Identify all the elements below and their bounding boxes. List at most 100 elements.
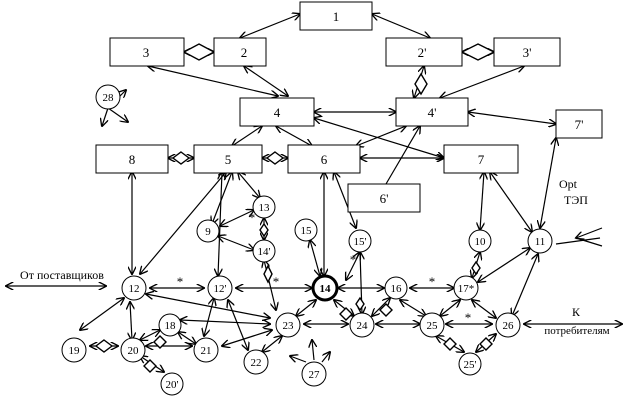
edge-7-10 [480,172,484,230]
diamond-2p-3p [460,43,496,61]
edge-4p-7p [468,112,556,124]
box-4p-label: 4' [428,105,437,120]
edge-21-23 [222,330,272,346]
diamond-13-14p [259,222,269,238]
edge-18-20 [140,330,160,340]
edge-12p-21 [204,298,214,336]
box-2-label: 2 [241,45,248,60]
node-12p: 12' [207,275,233,301]
box-6p-label: 6' [380,191,389,206]
diamond-5-6 [265,151,285,165]
node-15p-label: 15' [354,236,367,248]
diamond-26-25p [479,337,493,351]
edge-22-23 [262,336,282,352]
edge-markers: * * * * * * [177,210,472,325]
node-12: 12 [121,275,147,301]
diamond-19-20 [94,339,114,353]
node-19: 19 [61,337,87,363]
node-20p: 20' [160,372,184,396]
box-6p: 6' [347,183,421,213]
node-14p: 14' [252,239,276,263]
edge-2-4 [244,66,288,96]
node-20-label: 20 [128,345,140,357]
box-6: 6 [287,144,361,174]
tep-label: ТЭП [564,193,588,207]
box-4: 4 [239,97,315,127]
node-25p: 25' [458,352,482,376]
edge-9-13 [220,210,254,226]
node-20p-label: 20' [166,379,179,391]
edge-17-26 [472,300,496,318]
node-16-label: 16 [391,283,403,295]
node-28: 28 [95,84,121,110]
node-26-label: 26 [503,320,515,332]
node-13-label: 13 [259,202,271,214]
node-27: 27 [301,361,327,387]
edge-28-c [107,107,128,122]
node-17s-label: 17* [458,283,475,295]
node-24-label: 24 [357,320,369,332]
diamond-16-24 [379,303,393,317]
box-5-label: 5 [225,152,232,167]
node-14: 14 [311,274,339,302]
box-8: 8 [95,144,169,174]
node-12-label: 12 [129,283,140,295]
node-19-label: 19 [69,345,81,357]
node-25p-label: 25' [464,359,477,371]
box-4-label: 4 [274,105,281,120]
edge-1-2p [372,14,430,38]
edge-4-6 [276,126,312,146]
diamond-18-20 [153,335,167,349]
node-21: 21 [193,337,219,363]
consumers-label-line2: потребителям [544,325,609,337]
edge-6-15p [334,172,356,228]
node-21-label: 21 [201,345,212,357]
edge-12-19 [80,298,124,330]
marker-9-13: * [249,210,256,225]
node-27-label: 27 [309,369,321,381]
node-12p-label: 12' [214,283,227,295]
edge-12-20 [130,302,132,340]
connections [6,14,622,372]
marker-25-26: * [465,310,472,325]
edge-4p-6 [356,126,406,146]
edge-17-25 [440,300,460,316]
diamond-15p-24 [355,296,365,312]
node-22-label: 22 [251,357,262,369]
suppliers-label: От поставщиков [20,268,104,282]
box-1: 1 [299,1,373,31]
edge-18-21 [178,332,196,344]
edge-4-5 [232,126,262,146]
node-25: 25 [419,312,445,338]
node-23-label: 23 [283,320,295,332]
node-10: 10 [468,229,492,253]
consumers-label-line1: К [572,305,581,319]
diamond-14p-23 [263,264,273,284]
node-20: 20 [120,337,146,363]
marker-16-17: * [429,274,436,289]
node-15-label: 15 [301,225,313,237]
box-7p: 7' [555,109,603,139]
boxes: 1 2 3 2' 3' 4 4' 7' [95,1,603,213]
box-3p: 3' [493,37,561,67]
edge-4p-6p [385,126,420,185]
edge-27-a [290,356,307,362]
edge-9-14p [218,236,254,250]
box-2: 2 [213,37,267,67]
box-1-label: 1 [333,9,340,24]
node-10-label: 10 [475,236,487,248]
node-13: 13 [252,195,276,219]
edge-11-opt [555,237,601,245]
diamond-20-20p [143,359,157,373]
node-22: 22 [243,349,269,375]
node-18: 18 [158,313,182,337]
edge-3-4 [148,66,278,96]
node-17s: 17* [453,275,479,301]
node-9-label: 9 [205,226,211,238]
edge-11-17 [478,248,530,282]
node-18-label: 18 [165,320,177,332]
node-28-label: 28 [103,92,115,104]
diamond-14-24 [339,307,353,321]
text-labels: От поставщиков К потребителям Opt ТЭП [20,177,610,337]
edge-27-b [321,352,330,363]
